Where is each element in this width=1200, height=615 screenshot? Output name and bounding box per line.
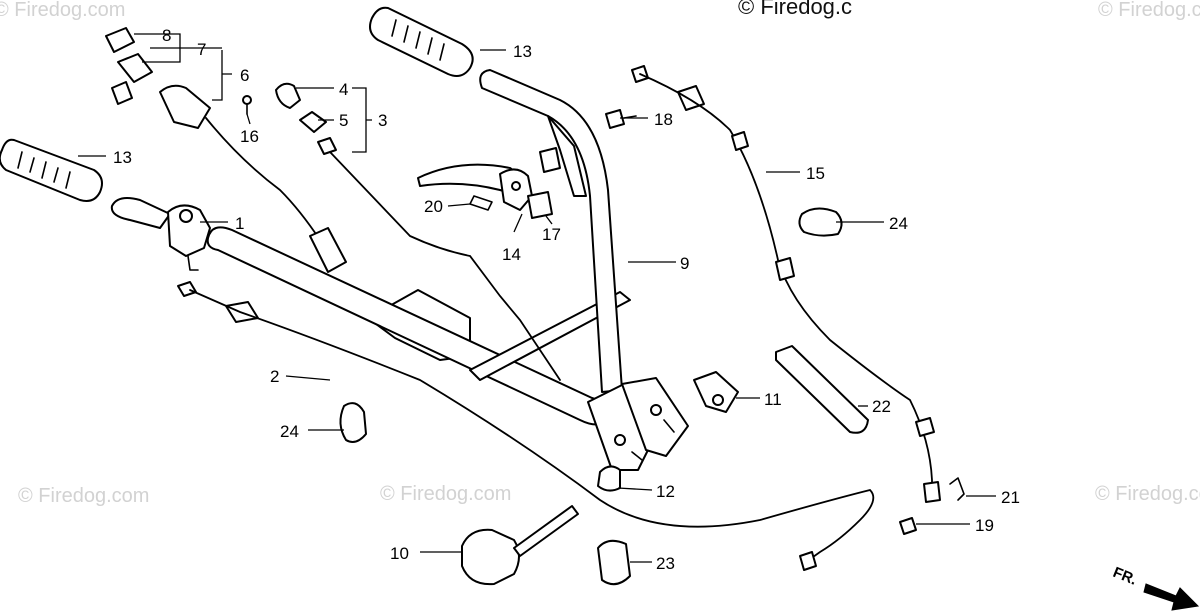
callout-7: 7 (197, 40, 206, 59)
callout-3: 3 (378, 111, 387, 130)
callout-23: 23 (656, 554, 675, 573)
switch-assembly (105, 27, 347, 273)
front-direction-marker: FR. (1111, 564, 1200, 611)
callout-6: 6 (240, 66, 249, 85)
clamp-24-left (339, 402, 367, 443)
callout-12: 12 (656, 482, 675, 501)
callout-24-right: 24 (889, 214, 908, 233)
callout-8: 8 (162, 26, 171, 45)
throttle-lever (110, 197, 211, 271)
callout-21: 21 (1001, 488, 1020, 507)
callout-15: 15 (806, 164, 825, 183)
watermark-top-right: © Firedog.com (1098, 0, 1200, 21)
bolt-18 (605, 109, 637, 129)
clamp-23 (597, 539, 631, 586)
callout-5: 5 (339, 111, 348, 130)
grommet-12 (597, 465, 621, 492)
callout-1: 1 (235, 214, 244, 233)
handlebar-frame (206, 69, 689, 471)
callout-13-left: 13 (113, 148, 132, 167)
watermark-bottom-mid: © Firedog.com (380, 483, 511, 505)
grip-right (369, 6, 474, 77)
grommet-11 (693, 371, 739, 413)
callout-11: 11 (764, 390, 782, 409)
callout-10: 10 (390, 544, 409, 563)
callout-2: 2 (270, 367, 279, 386)
callout-24-left: 24 (280, 422, 299, 441)
callout-labels: 13 13 1 2 3 4 5 6 7 8 9 10 11 12 14 15 1… (113, 26, 1020, 573)
grip-left (0, 138, 103, 202)
callout-16: 16 (240, 127, 259, 146)
brake-cable (631, 65, 941, 503)
callout-17: 17 (542, 225, 561, 244)
brake-lever (417, 147, 561, 219)
callout-14: 14 (502, 245, 521, 264)
callout-22: 22 (872, 397, 891, 416)
front-arrow-icon (1143, 583, 1200, 611)
front-label: FR. (1111, 564, 1140, 589)
watermark-top-left: © Firedog.com (0, 0, 125, 21)
choke-cable-assembly (275, 82, 561, 381)
throttle-cable (177, 281, 875, 571)
leader-lines (78, 33, 996, 563)
bolt-19 (899, 517, 917, 535)
callout-4: 4 (339, 80, 348, 99)
callout-20: 20 (424, 197, 443, 216)
clamp-24-right (798, 207, 843, 237)
watermark-bottom-left: © Firedog.com (18, 485, 149, 507)
clip-21 (949, 477, 965, 501)
tube-22 (775, 345, 869, 434)
watermark-top: © Firedog.c (738, 0, 852, 19)
watermark-bottom-right: © Firedog.com (1095, 483, 1200, 505)
callout-9: 9 (680, 254, 689, 273)
callout-19: 19 (975, 516, 994, 535)
callout-18: 18 (654, 110, 673, 129)
knob-10 (461, 505, 579, 586)
callout-13-right: 13 (513, 42, 532, 61)
